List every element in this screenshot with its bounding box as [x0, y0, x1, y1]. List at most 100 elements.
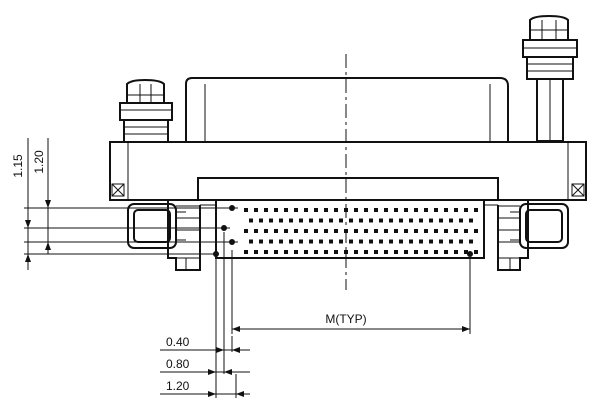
contact-pin	[464, 229, 468, 233]
contact-pin	[379, 218, 383, 223]
contact-pin	[469, 218, 473, 223]
contact-pin	[449, 218, 453, 223]
contact-pin	[274, 208, 278, 212]
dim-m-typ-label: M(TYP)	[325, 312, 366, 326]
contact-pin	[259, 239, 263, 244]
contact-pin	[299, 239, 303, 244]
contact-pin	[269, 239, 273, 244]
contact-pin	[344, 250, 348, 254]
contact-pin	[269, 218, 273, 223]
contact-pin	[294, 208, 298, 212]
contact-pin	[369, 239, 373, 244]
contact-pin	[444, 208, 448, 212]
left-screw	[119, 78, 173, 143]
contact-pin	[404, 229, 408, 233]
contact-pin	[454, 250, 458, 254]
contact-pin	[424, 208, 428, 212]
contact-pin	[464, 208, 468, 212]
contact-pin	[254, 208, 258, 212]
contact-pin	[249, 239, 253, 244]
contact-pin	[394, 250, 398, 254]
contact-pin	[404, 208, 408, 212]
contact-pin	[319, 239, 323, 244]
contact-pin	[274, 250, 278, 254]
contact-pin	[324, 229, 328, 233]
contact-pin	[409, 239, 413, 244]
contact-pin	[314, 229, 318, 233]
contact-pin	[354, 250, 358, 254]
contact-pin	[334, 250, 338, 254]
mounting-flange	[109, 141, 587, 201]
contact-pin	[309, 218, 313, 223]
contact-pin	[264, 250, 268, 254]
contact-pin	[284, 229, 288, 233]
dim-1-15-label: 1.15	[11, 154, 25, 178]
contact-pin	[399, 218, 403, 223]
contact-pin	[414, 250, 418, 254]
contact-pin	[434, 250, 438, 254]
contact-pin	[384, 208, 388, 212]
dim-1-20-h-label: 1.20	[166, 379, 190, 393]
contact-pin	[429, 218, 433, 223]
contact-pin	[294, 229, 298, 233]
connector-top-shell	[185, 77, 509, 142]
contact-pin	[424, 250, 428, 254]
contact-pin	[454, 208, 458, 212]
contact-pin	[279, 218, 283, 223]
contact-pin	[429, 239, 433, 244]
contact-pin	[364, 250, 368, 254]
contact-pin	[244, 250, 248, 254]
contact-pin	[284, 208, 288, 212]
contact-pin	[449, 239, 453, 244]
contact-pin	[319, 218, 323, 223]
contact-pin	[254, 250, 258, 254]
contact-pin	[389, 239, 393, 244]
contact-pin	[444, 229, 448, 233]
contact-pin	[309, 239, 313, 244]
contact-pin	[419, 239, 423, 244]
contact-pin	[359, 218, 363, 223]
right-clip	[510, 203, 569, 249]
contact-pin	[419, 218, 423, 223]
left-clip	[127, 203, 186, 249]
contact-pin	[324, 208, 328, 212]
contact-pin	[394, 208, 398, 212]
contact-pin	[329, 239, 333, 244]
contact-pin	[404, 250, 408, 254]
contact-pin	[384, 229, 388, 233]
contact-pin	[254, 229, 258, 233]
contact-pin	[249, 218, 253, 223]
contact-pin	[264, 208, 268, 212]
contact-pin	[299, 218, 303, 223]
dim-0-80-label: 0.80	[166, 357, 190, 371]
contact-pin	[339, 239, 343, 244]
contact-pin	[454, 229, 458, 233]
contact-pin	[379, 239, 383, 244]
contact-pin	[334, 208, 338, 212]
contact-pin	[279, 239, 283, 244]
contact-pin	[349, 218, 353, 223]
contact-pin	[244, 208, 248, 212]
contact-pin	[289, 239, 293, 244]
contact-pin	[354, 229, 358, 233]
contact-pin	[464, 250, 468, 254]
contact-pin	[409, 218, 413, 223]
contact-pin	[424, 229, 428, 233]
contact-pin	[459, 239, 463, 244]
vertical-dimensions: 1.15 1.20	[11, 138, 232, 270]
contact-pin	[244, 229, 248, 233]
contact-pin	[434, 229, 438, 233]
contact-pin	[474, 250, 478, 254]
contact-pin	[304, 229, 308, 233]
contact-pin	[364, 229, 368, 233]
contact-pin	[334, 229, 338, 233]
contact-pin	[414, 229, 418, 233]
contact-pin	[374, 229, 378, 233]
contact-pin	[329, 218, 333, 223]
contact-pin	[444, 250, 448, 254]
contact-pin	[389, 218, 393, 223]
contact-pin	[294, 250, 298, 254]
contact-pin	[339, 218, 343, 223]
contact-pin	[414, 208, 418, 212]
